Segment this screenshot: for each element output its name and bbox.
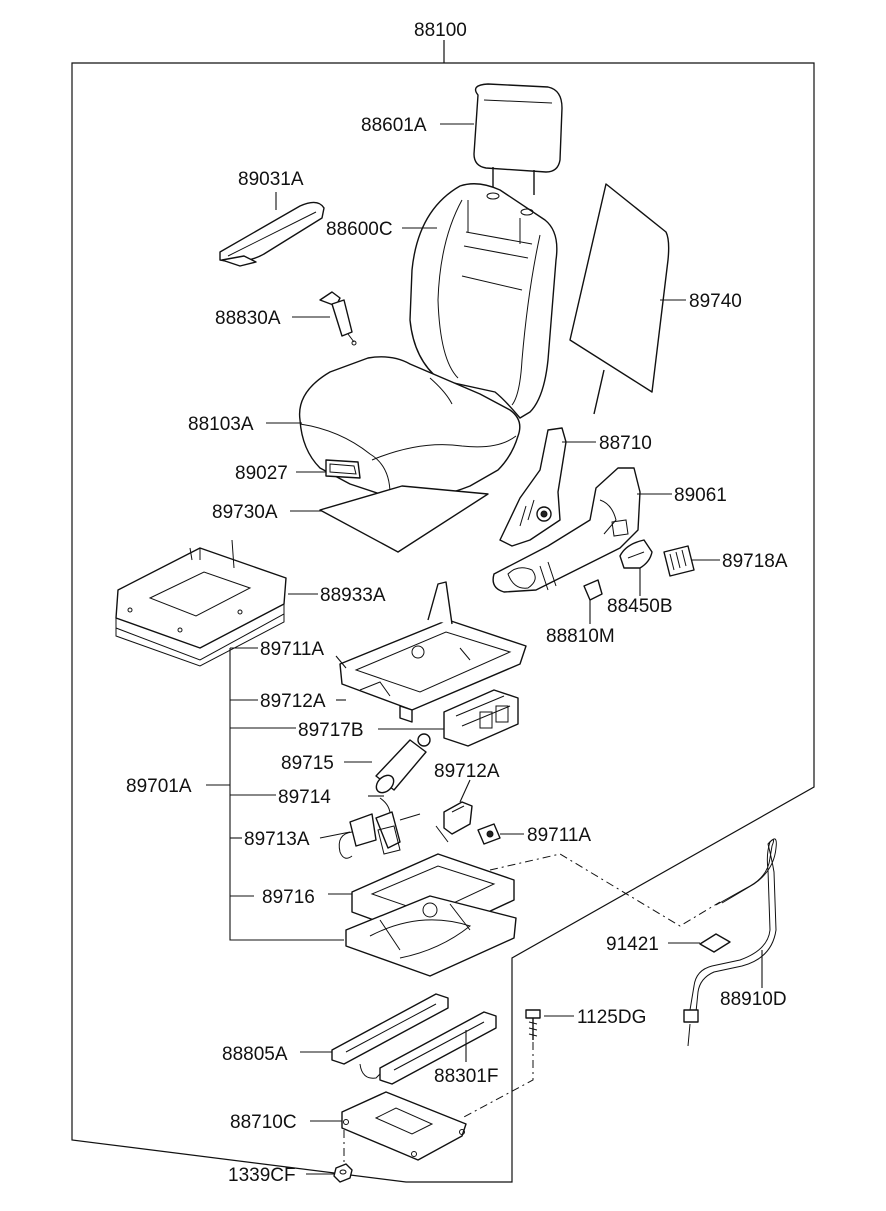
callout-tag: 91421 xyxy=(606,934,659,955)
frame-lower xyxy=(345,853,517,977)
callout-lever: 88450B xyxy=(607,596,673,617)
callout-motor-block: 89717B xyxy=(298,720,364,741)
recliner xyxy=(499,427,567,547)
motor-block xyxy=(443,689,519,747)
callout-clip: 88810M xyxy=(546,626,615,647)
bolt xyxy=(525,1009,541,1040)
buckle xyxy=(319,291,357,346)
switch-left xyxy=(338,813,401,859)
cushion-frame xyxy=(115,539,287,667)
callout-rail-right: 88301F xyxy=(434,1066,498,1087)
back-board xyxy=(569,183,670,415)
tag xyxy=(699,933,731,953)
callout-nut: 1339CF xyxy=(228,1165,296,1186)
callout-headrest: 88601A xyxy=(361,115,427,136)
callout-recliner: 88710 xyxy=(599,433,652,454)
frame-upper xyxy=(339,581,527,723)
actuator xyxy=(375,733,431,794)
seatback xyxy=(409,183,558,419)
callout-cushion-pad: 89730A xyxy=(212,502,278,523)
clip xyxy=(583,579,603,601)
callout-cushion-frame: 88933A xyxy=(320,585,386,606)
callout-frame-upper: 89711A xyxy=(260,639,324,660)
harness xyxy=(683,838,777,1047)
callout-group: 89701A xyxy=(126,776,192,797)
switch-right xyxy=(477,823,501,845)
bracket-right xyxy=(435,801,473,843)
knob-right xyxy=(663,545,695,577)
callout-handle-small: 89027 xyxy=(235,463,288,484)
callout-armrest: 89031A xyxy=(238,169,304,190)
assembly-number: 88100 xyxy=(414,20,467,41)
callout-frame-lower: 89716 xyxy=(262,887,315,908)
callout-bracket-upper: 89712A xyxy=(260,691,326,712)
seat-cushion xyxy=(298,356,521,500)
cushion-pad xyxy=(319,485,489,553)
callout-link: 89714 xyxy=(278,787,331,808)
rail-left xyxy=(331,993,449,1079)
callout-buckle: 88830A xyxy=(215,308,281,329)
callout-base-plate: 88710C xyxy=(230,1112,297,1133)
callout-switch-left: 89713A xyxy=(244,829,310,850)
nut xyxy=(333,1163,353,1183)
armrest xyxy=(219,201,325,267)
callout-switch-right: 89711A xyxy=(527,825,591,846)
callout-back-board: 89740 xyxy=(689,291,742,312)
callout-bracket-right: 89712A xyxy=(434,761,500,782)
callout-knob-right: 89718A xyxy=(722,551,788,572)
lever xyxy=(619,539,653,569)
group-leader-tree xyxy=(206,647,344,941)
callout-cushion: 88103A xyxy=(188,414,254,435)
callout-harness: 88910D xyxy=(720,989,787,1010)
headrest xyxy=(473,83,563,195)
side-shield xyxy=(492,467,641,593)
callout-bolt: 1125DG xyxy=(577,1007,646,1028)
base-plate xyxy=(341,1091,467,1161)
callout-seatback-cover: 88600C xyxy=(326,219,393,240)
callout-rail-left: 88805A xyxy=(222,1044,288,1065)
assembly-frame xyxy=(71,40,815,1183)
callout-side-shield: 89061 xyxy=(674,485,727,506)
rail-right xyxy=(379,1011,497,1085)
callout-actuator: 89715 xyxy=(281,753,334,774)
link xyxy=(375,797,421,849)
